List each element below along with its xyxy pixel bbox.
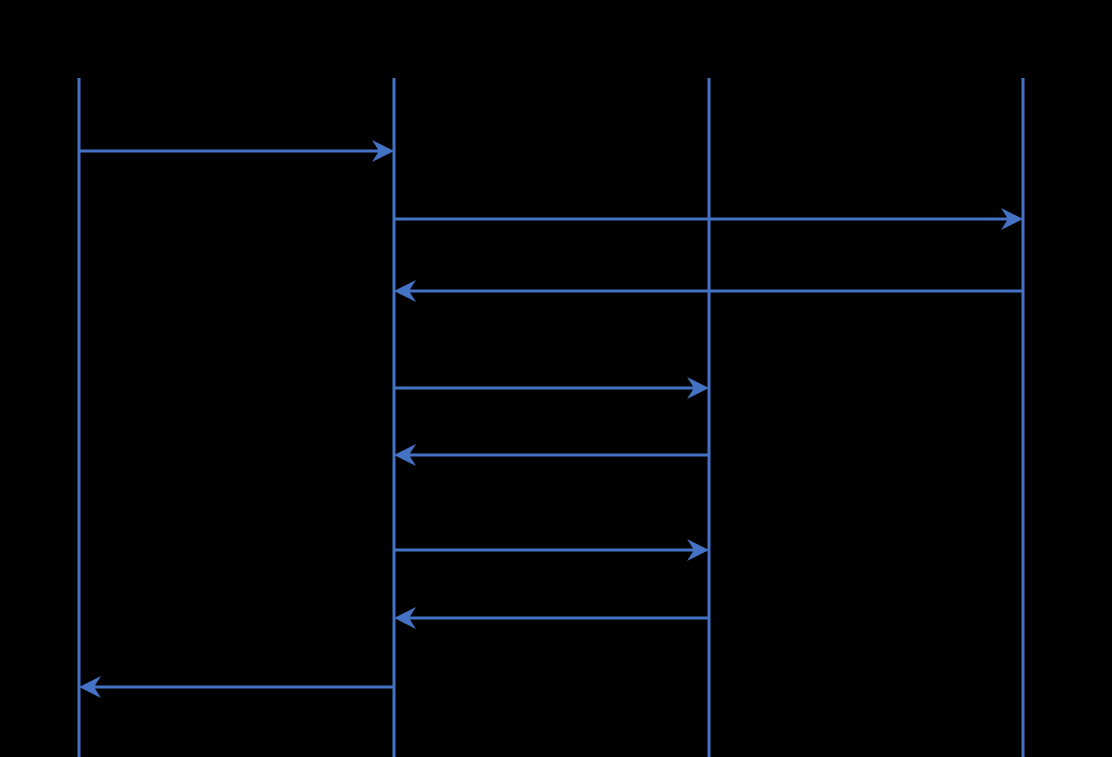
message-1-arrowhead-icon	[372, 140, 394, 162]
message-3-arrowhead-icon	[394, 280, 416, 302]
message-2-arrowhead-icon	[1001, 208, 1023, 230]
message-8-arrowhead-icon	[79, 676, 101, 698]
message-4-arrowhead-icon	[687, 377, 709, 399]
message-7-arrowhead-icon	[394, 607, 416, 629]
message-6-arrowhead-icon	[687, 539, 709, 561]
message-5-arrowhead-icon	[394, 444, 416, 466]
